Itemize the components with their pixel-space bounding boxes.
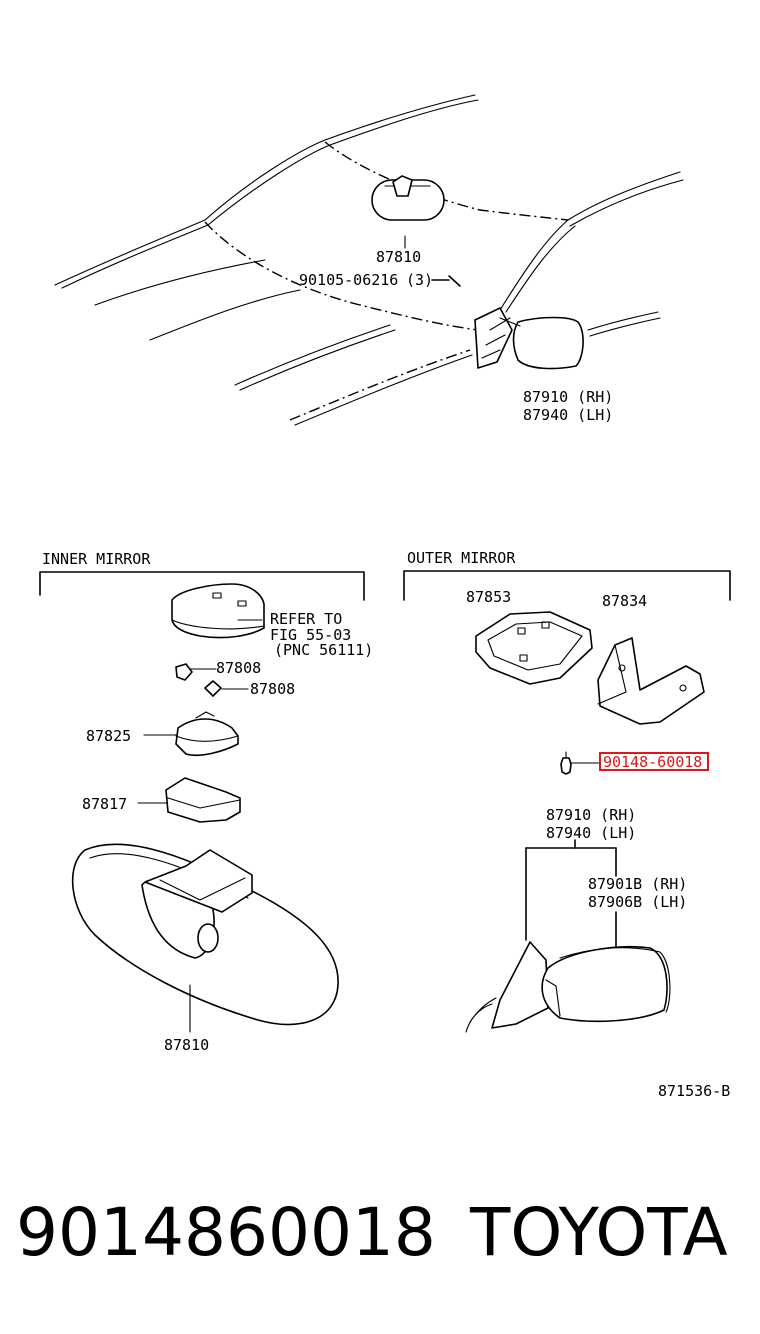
outer-mirror-bracket-line bbox=[403, 570, 731, 601]
refer-pnc-label: (PNC 56111) bbox=[274, 641, 373, 659]
highlighted-part-box bbox=[599, 752, 709, 771]
inner-mirror-section-title: INNER MIRROR bbox=[42, 550, 151, 568]
figure-code: 871536-B bbox=[658, 1082, 730, 1100]
inner-mirror-87810-label: 87810 bbox=[164, 1036, 209, 1054]
overview-outer-rh-label: 87910 (RH) bbox=[523, 388, 613, 406]
outer-assy-rh-label: 87910 (RH) bbox=[546, 806, 636, 824]
clip-87808-label-a: 87808 bbox=[216, 659, 261, 677]
cover-87853-label: 87853 bbox=[466, 588, 511, 606]
overview-outer-lh-label: 87940 (LH) bbox=[523, 406, 613, 424]
outer-mirror-parts-drawing bbox=[465, 611, 705, 1033]
footer-brand: TOYOTA bbox=[469, 1194, 728, 1271]
footer-part-number: 9014860018 bbox=[16, 1194, 436, 1271]
stay-87817-label: 87817 bbox=[82, 795, 127, 813]
clip-87808-label-b: 87808 bbox=[250, 680, 295, 698]
refer-fig-label: FIG 55-03 bbox=[270, 626, 351, 644]
cover-87825-label: 87825 bbox=[86, 727, 131, 745]
outer-sub-rh-label: 87901B (RH) bbox=[588, 875, 687, 893]
bracket-87834-label: 87834 bbox=[602, 592, 647, 610]
overview-inner-mirror-label: 87810 bbox=[376, 248, 421, 266]
outer-mirror-section-title: OUTER MIRROR bbox=[407, 549, 516, 567]
outer-assy-lh-label: 87940 (LH) bbox=[546, 824, 636, 842]
overview-screw-label: 90105-06216 bbox=[299, 271, 398, 289]
car-overview-drawing bbox=[54, 94, 684, 426]
inner-mirror-parts-drawing bbox=[71, 583, 339, 1026]
highlighted-part-90148-60018[interactable]: 90148-60018 bbox=[603, 753, 702, 771]
outer-sub-lh-label: 87906B (LH) bbox=[588, 893, 687, 911]
overview-screw-qty-label: (3) bbox=[406, 271, 433, 289]
refer-to-label: REFER TO bbox=[270, 610, 342, 628]
inner-mirror-bracket-line bbox=[39, 571, 365, 601]
